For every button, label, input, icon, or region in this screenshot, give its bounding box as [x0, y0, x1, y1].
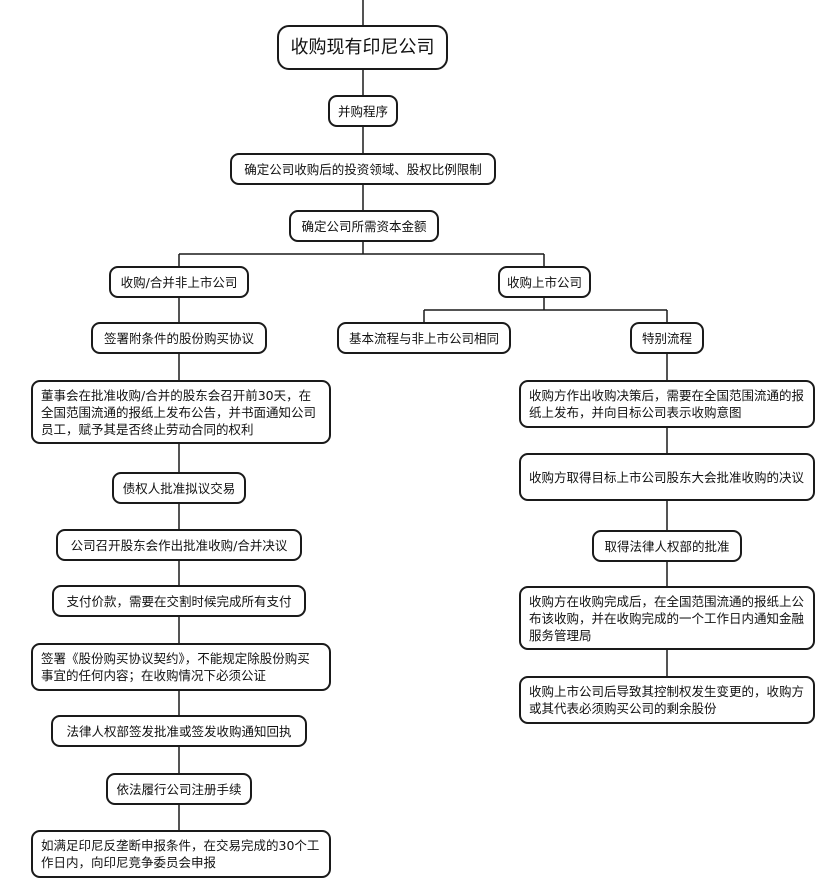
- node-shareholder-resolution: 公司召开股东会作出批准收购/合并决议: [56, 529, 302, 561]
- node-company-registration: 依法履行公司注册手续: [106, 773, 252, 805]
- node-target-gm-approval: 收购方取得目标上市公司股东大会批准收购的决议: [519, 453, 815, 501]
- node-announce-completion: 收购方在收购完成后，在全国范围流通的报纸上公布该收购，并在收购完成的一个工作日内…: [519, 586, 815, 650]
- node-mandatory-offer: 收购上市公司后导致其控制权发生变更的，收购方或其代表必须购买公司的剩余股份: [519, 676, 815, 724]
- node-pay-price: 支付价款，需要在交割时候完成所有支付: [52, 585, 306, 617]
- node-root: 收购现有印尼公司: [277, 25, 448, 70]
- node-law-ministry-approval: 法律人权部签发批准或签发收购通知回执: [51, 715, 307, 747]
- node-acquire-unlisted: 收购/合并非上市公司: [109, 266, 249, 298]
- node-get-law-approval: 取得法律人权部的批准: [592, 530, 742, 562]
- node-sign-contract: 签署《股份购买协议契约》，不能规定除股份购买事宜的任何内容；在收购情况下必须公证: [31, 643, 331, 691]
- node-merger-process: 并购程序: [328, 95, 398, 127]
- node-basic-same: 基本流程与非上市公司相同: [337, 322, 511, 354]
- node-special-process: 特别流程: [630, 322, 704, 354]
- node-announce-decision: 收购方作出收购决策后，需要在全国范围流通的报纸上发布，并向目标公司表示收购意图: [519, 380, 815, 428]
- node-board-notice: 董事会在批准收购/合并的股东会召开前30天，在全国范围流通的报纸上发布公告，并书…: [31, 380, 331, 444]
- node-sign-spa: 签署附条件的股份购买协议: [91, 322, 267, 354]
- node-determine-capital: 确定公司所需资本金额: [289, 210, 439, 242]
- node-creditor-approval: 债权人批准拟议交易: [112, 472, 246, 504]
- node-competition-report: 如满足印尼反垄断申报条件，在交易完成的30个工作日内，向印尼竞争委员会申报: [31, 830, 331, 878]
- node-acquire-listed: 收购上市公司: [498, 266, 591, 298]
- node-determine-investment: 确定公司收购后的投资领域、股权比例限制: [230, 153, 496, 185]
